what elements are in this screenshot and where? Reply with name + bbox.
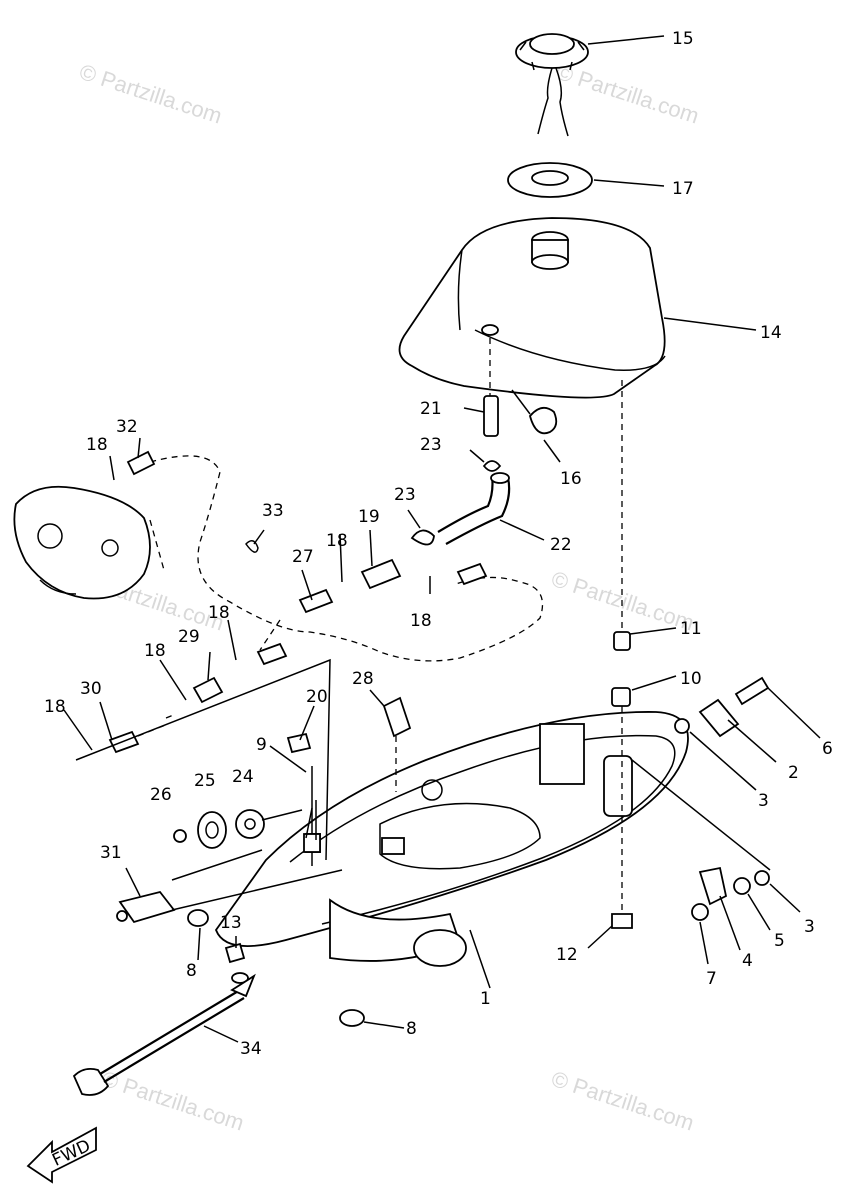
callout-15: 15: [672, 29, 694, 49]
callout-21: 21: [420, 399, 442, 419]
callout-4: 4: [742, 951, 753, 971]
callout-6: 6: [822, 739, 833, 759]
callout-5: 5: [774, 931, 785, 951]
callout-12: 12: [556, 945, 578, 965]
callout-27: 27: [292, 547, 314, 567]
callout-18: 18: [208, 603, 230, 623]
callout-16: 16: [560, 469, 582, 489]
callout-23: 23: [420, 435, 442, 455]
hardware-right: [611, 380, 771, 929]
callout-22: 22: [550, 535, 572, 555]
callout-8: 8: [186, 961, 197, 981]
leader-lines: [63, 35, 821, 1043]
callout-18: 18: [326, 531, 348, 551]
callout-28: 28: [352, 669, 374, 689]
callout-1: 1: [480, 989, 491, 1009]
callout-18: 18: [44, 697, 66, 717]
callout-17: 17: [672, 179, 694, 199]
callout-18: 18: [410, 611, 432, 631]
watermark: © Partzilla.com: [548, 1066, 697, 1136]
fuel-hose-routing: [95, 450, 544, 754]
fuel-fittings: [410, 338, 558, 546]
carburetor-housing-part: [13, 485, 151, 600]
callout-13: 13: [220, 913, 242, 933]
callout-3: 3: [758, 791, 769, 811]
callout-20: 20: [306, 687, 328, 707]
watermark: © Partzilla.com: [76, 59, 225, 129]
forward-direction-arrow: FWD: [26, 1126, 97, 1184]
callout-29: 29: [178, 627, 200, 647]
callout-26: 26: [150, 785, 172, 805]
callout-10: 10: [680, 669, 702, 689]
callout-7: 7: [706, 969, 717, 989]
callout-34: 34: [240, 1039, 262, 1059]
watermark-layer: © Partzilla.com © Partzilla.com © Partzi…: [76, 59, 702, 1136]
callout-11: 11: [680, 619, 702, 639]
grommets-part: [173, 809, 303, 849]
watermark: © Partzilla.com: [553, 59, 702, 129]
watermark: © Partzilla.com: [98, 1066, 247, 1136]
callout-25: 25: [194, 771, 216, 791]
callout-8: 8: [406, 1019, 417, 1039]
callout-18: 18: [86, 435, 108, 455]
callout-2: 2: [788, 763, 799, 783]
callout-labels: 15 17 14 21 16 23 23 22 19 18 18 33 27 3…: [44, 29, 833, 1059]
callout-19: 19: [358, 507, 380, 527]
bottom-cowling-part: [214, 711, 689, 967]
fuel-cap-part: [515, 33, 589, 137]
callout-32: 32: [116, 417, 138, 437]
cap-gasket-part: [507, 162, 593, 198]
callout-30: 30: [80, 679, 102, 699]
callout-18: 18: [144, 641, 166, 661]
callout-31: 31: [100, 843, 122, 863]
callout-33: 33: [262, 501, 284, 521]
callout-9: 9: [256, 735, 267, 755]
callout-3: 3: [804, 917, 815, 937]
bracket-and-bolt: [286, 696, 412, 866]
lower-left-parts: [72, 849, 365, 1096]
callout-23: 23: [394, 485, 416, 505]
callout-24: 24: [232, 767, 254, 787]
watermark: © Partzilla.com: [548, 566, 697, 636]
fuel-tank-part: [398, 217, 666, 399]
callout-14: 14: [760, 323, 782, 343]
